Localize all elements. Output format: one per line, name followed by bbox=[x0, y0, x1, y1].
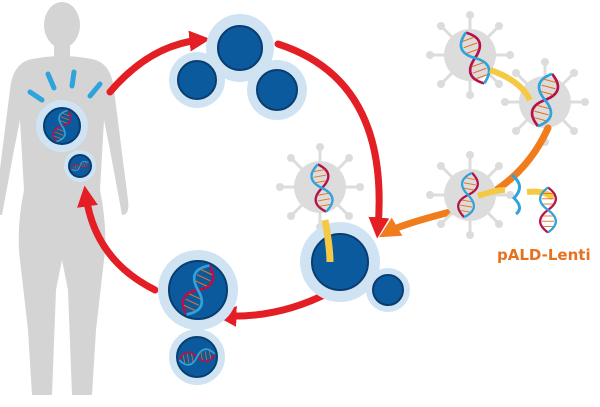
modified-cell-small bbox=[169, 329, 225, 385]
harvested-stem-cells bbox=[169, 14, 307, 120]
body-cell-large bbox=[36, 100, 88, 152]
lentivirus-middle bbox=[424, 149, 516, 241]
arrow-harvest-to-transduction bbox=[274, 40, 390, 239]
lentivirus-top-left bbox=[424, 9, 516, 101]
arrow-body-to-harvest bbox=[106, 30, 211, 96]
body-cell-small bbox=[64, 150, 96, 182]
gene-insert-top bbox=[489, 67, 533, 102]
modified-cell-large bbox=[158, 250, 238, 330]
human-body-silhouette bbox=[0, 2, 129, 395]
glow-rays-icon bbox=[27, 69, 103, 103]
pald-lenti-label: pALD-Lenti bbox=[497, 246, 591, 264]
gene-insert-middle bbox=[477, 187, 506, 199]
virus-at-cell bbox=[274, 141, 366, 233]
cycle-arrows bbox=[77, 30, 390, 327]
arrow-expansion-to-body bbox=[77, 185, 159, 294]
dna-fragment-blue bbox=[511, 173, 521, 216]
arrow-transduction-to-expansion bbox=[215, 288, 334, 327]
transduced-cell bbox=[300, 219, 410, 312]
